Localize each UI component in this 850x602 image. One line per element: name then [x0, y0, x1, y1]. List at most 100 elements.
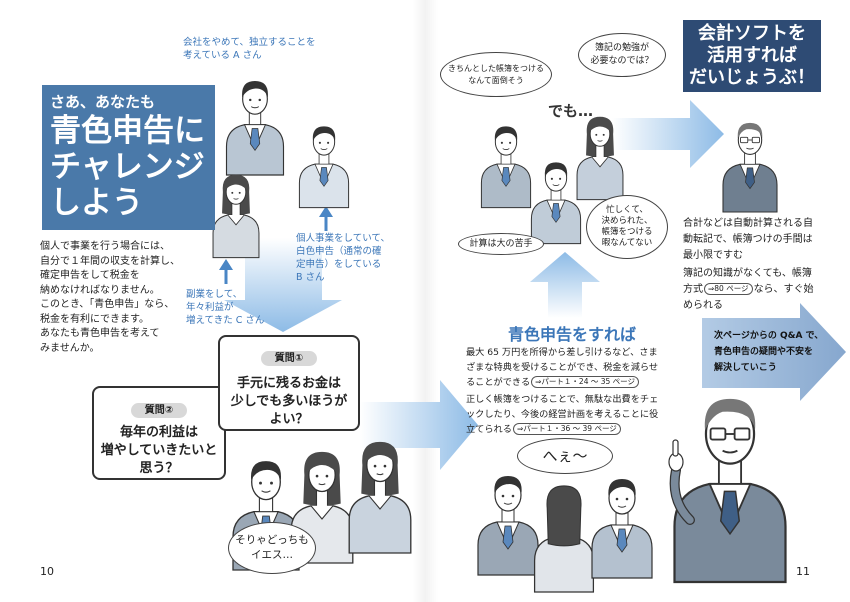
- speech-bubble-math: 計算は大の苦手: [458, 233, 544, 255]
- benefit-line: 正しく帳簿をつけることで、無駄な出費をチェ: [466, 394, 659, 405]
- question-line: 思う？: [139, 461, 179, 476]
- software-point-2: 簿記の知識がなくても、帳簿 方式⇒80 ページなら、すぐ始 められる: [683, 266, 814, 314]
- intro-line: あなたも青色申告を考えて: [40, 328, 160, 339]
- bubble-line: 忙しくて、: [606, 205, 648, 215]
- up-arrow-person-c: [219, 259, 233, 284]
- question-2-label: 質問②: [130, 403, 188, 418]
- page-reference-badge: ⇒パート１・24 ～ 35 ページ: [531, 376, 640, 388]
- point-line: 合計などは自動計算される自: [683, 218, 813, 229]
- page-gutter: [412, 0, 438, 602]
- speech-bubble-busy: 忙しくて、 決められた、 帳簿をつける 暇なんてない: [586, 195, 668, 259]
- headline-line-4: しよう: [50, 185, 143, 221]
- benefit-text: 立てられる: [466, 424, 512, 435]
- software-title-line: だいじょうぶ！: [689, 67, 815, 88]
- question-2-box: 質問② 毎年の利益は 増やしていきたいと 思う？: [92, 386, 226, 480]
- intro-line: 自分で１年間の収支を計算し、: [40, 255, 180, 267]
- benefit-line: 立てられる⇒パート１・36 ～ 39 ページ: [466, 422, 658, 437]
- headline-line-1: さあ、あなたも: [50, 93, 156, 111]
- point-line: められる: [683, 300, 723, 311]
- arrow-text-line: 解決していこう: [714, 363, 777, 373]
- point-line: 方式⇒80 ページなら、すぐ始: [683, 282, 814, 298]
- right-arrow-to-software: [612, 100, 724, 168]
- down-arrow-to-questions: [224, 238, 342, 332]
- headline-box: さあ、あなたも 青色申告に チャレンジ しよう: [42, 85, 215, 230]
- bubble-line: そりゃどっちも: [235, 534, 309, 546]
- bubble-line: イエス…: [251, 549, 293, 561]
- caption-line: 白色申告（通常の確: [296, 246, 382, 257]
- caption-line: 定申告）をしている: [296, 259, 382, 270]
- bubble-line: 必要なのでは？: [590, 56, 654, 66]
- listener-man-2-illustration: [591, 478, 653, 579]
- caption-line: 考えている A さん: [183, 50, 262, 61]
- listener-man-illustration: [477, 475, 539, 576]
- benefit-line: ックしたり、今後の経営計画を考えることに役: [466, 409, 659, 420]
- person-a-caption: 会社をやめて、独立することを 考えている A さん: [183, 36, 316, 62]
- next-page-arrow-text: 次ページからの Q&A で、 青色申告の疑問や不安を 解決していこう: [714, 328, 823, 376]
- up-arrow-person-b: [319, 206, 333, 231]
- bubble-line: 帳簿をつける: [601, 227, 653, 237]
- page-number-left: 10: [40, 565, 54, 578]
- software-title-line: 会計ソフトを: [698, 23, 806, 44]
- intro-line: 納めなければなりません。: [40, 284, 160, 296]
- benefit-2: 正しく帳簿をつけることで、無駄な出費をチェ ックしたり、今後の経営計画を考えるこ…: [466, 392, 658, 437]
- question-1-label: 質問①: [260, 351, 318, 366]
- software-title-line: 活用すれば: [707, 45, 797, 66]
- bubble-line: 暇なんてない: [601, 238, 653, 248]
- person-c-illustration: [212, 174, 260, 259]
- question-1-text: 手元に残るお金は 少しでも多いほうが よい？: [220, 375, 358, 429]
- pointing-advisor-illustration: [668, 397, 787, 584]
- headline-line-3: チャレンジ: [50, 149, 205, 185]
- benefit-1: 最大 65 万円を所得から差し引けるなど、さま ざまな特典を受けることができ、税…: [466, 345, 658, 390]
- question-1-box: 質問① 手元に残るお金は 少しでも多いほうが よい？: [218, 335, 360, 431]
- bubble-line: 簿記の勉強が: [594, 43, 649, 53]
- head-holding-man-illustration: [530, 161, 582, 245]
- software-headline-box: 会計ソフトを 活用すれば だいじょうぶ！: [683, 20, 821, 92]
- question-line: 毎年の利益は: [119, 425, 198, 440]
- bubble-line: 決められた、: [601, 216, 653, 226]
- arrow-text-line: 青色申告の疑問や不安を: [714, 347, 814, 357]
- but-caption: でも…: [548, 102, 594, 120]
- person-b-illustration: [298, 125, 350, 209]
- speech-bubble-reaction: へぇ〜: [517, 438, 613, 474]
- speech-bubble-yes: そりゃどっちも イエス…: [228, 522, 316, 574]
- point-text: なら、すぐ始: [753, 284, 814, 295]
- benefit-text: ることができる: [466, 377, 531, 388]
- speech-bubble-bookkeeping: 簿記の勉強が 必要なのでは？: [578, 33, 666, 77]
- intro-line: 税金を有利にできます。: [40, 313, 149, 325]
- question-line: 増やしていきたいと: [100, 443, 218, 458]
- intro-text: 個人で事業を行う場合には、 自分で１年間の収支を計算し、 確定申告をして税金を …: [40, 240, 180, 356]
- benefit-line: 最大 65 万円を所得から差し引けるなど、さま: [466, 347, 658, 358]
- next-page-arrow: [702, 303, 846, 401]
- person-a-illustration: [225, 80, 285, 176]
- software-point-1: 合計などは自動計算される自 動転記で、帳簿つけの手間は 最小限ですむ: [683, 216, 813, 264]
- page-reference-badge: ⇒80 ページ: [704, 283, 753, 295]
- question-2-text: 毎年の利益は 増やしていきたいと 思う？: [94, 424, 224, 478]
- intro-line: このとき、「青色申告」なら、: [40, 299, 175, 310]
- speech-bubble-tidy-books: きちんとした帳簿をつける なんて面倒そう: [440, 52, 552, 97]
- page-reference-badge: ⇒パート１・36 ～ 39 ページ: [512, 423, 621, 435]
- bubble-line: へぇ〜: [542, 447, 588, 465]
- up-arrow-to-worries: [530, 252, 600, 318]
- intro-line: 個人で事業を行う場合には、: [40, 241, 170, 252]
- caption-line: 増えてきた C さん: [186, 315, 265, 326]
- page-number-right: 11: [796, 565, 810, 578]
- worried-man-illustration: [480, 125, 532, 209]
- caption-line: 会社をやめて、独立することを: [183, 37, 316, 48]
- bubble-line: 計算は大の苦手: [469, 239, 533, 249]
- question-line: よい？: [269, 412, 309, 427]
- bubble-line: きちんとした帳簿をつける: [448, 63, 544, 73]
- point-line: 動転記で、帳簿つけの手間は: [683, 234, 813, 245]
- intro-line: 確定申告をして税金を: [40, 270, 140, 281]
- benefit-line: ざまな特典を受けることができ、税金を減らせ: [466, 362, 659, 373]
- headline-line-2: 青色申告に: [50, 113, 205, 149]
- caption-line: B さん: [296, 272, 325, 283]
- listener-woman-illustration: [533, 485, 595, 593]
- benefit-line: ることができる⇒パート１・24 ～ 35 ページ: [466, 375, 658, 390]
- intro-line: みませんか。: [40, 342, 100, 354]
- arrow-text-line: 次ページからの Q&A で、: [714, 331, 824, 341]
- bubble-line: なんて面倒そう: [468, 75, 524, 85]
- benefits-heading: 青色申告をすれば: [508, 325, 637, 344]
- question-line: 少しでも多いほうが: [230, 394, 348, 409]
